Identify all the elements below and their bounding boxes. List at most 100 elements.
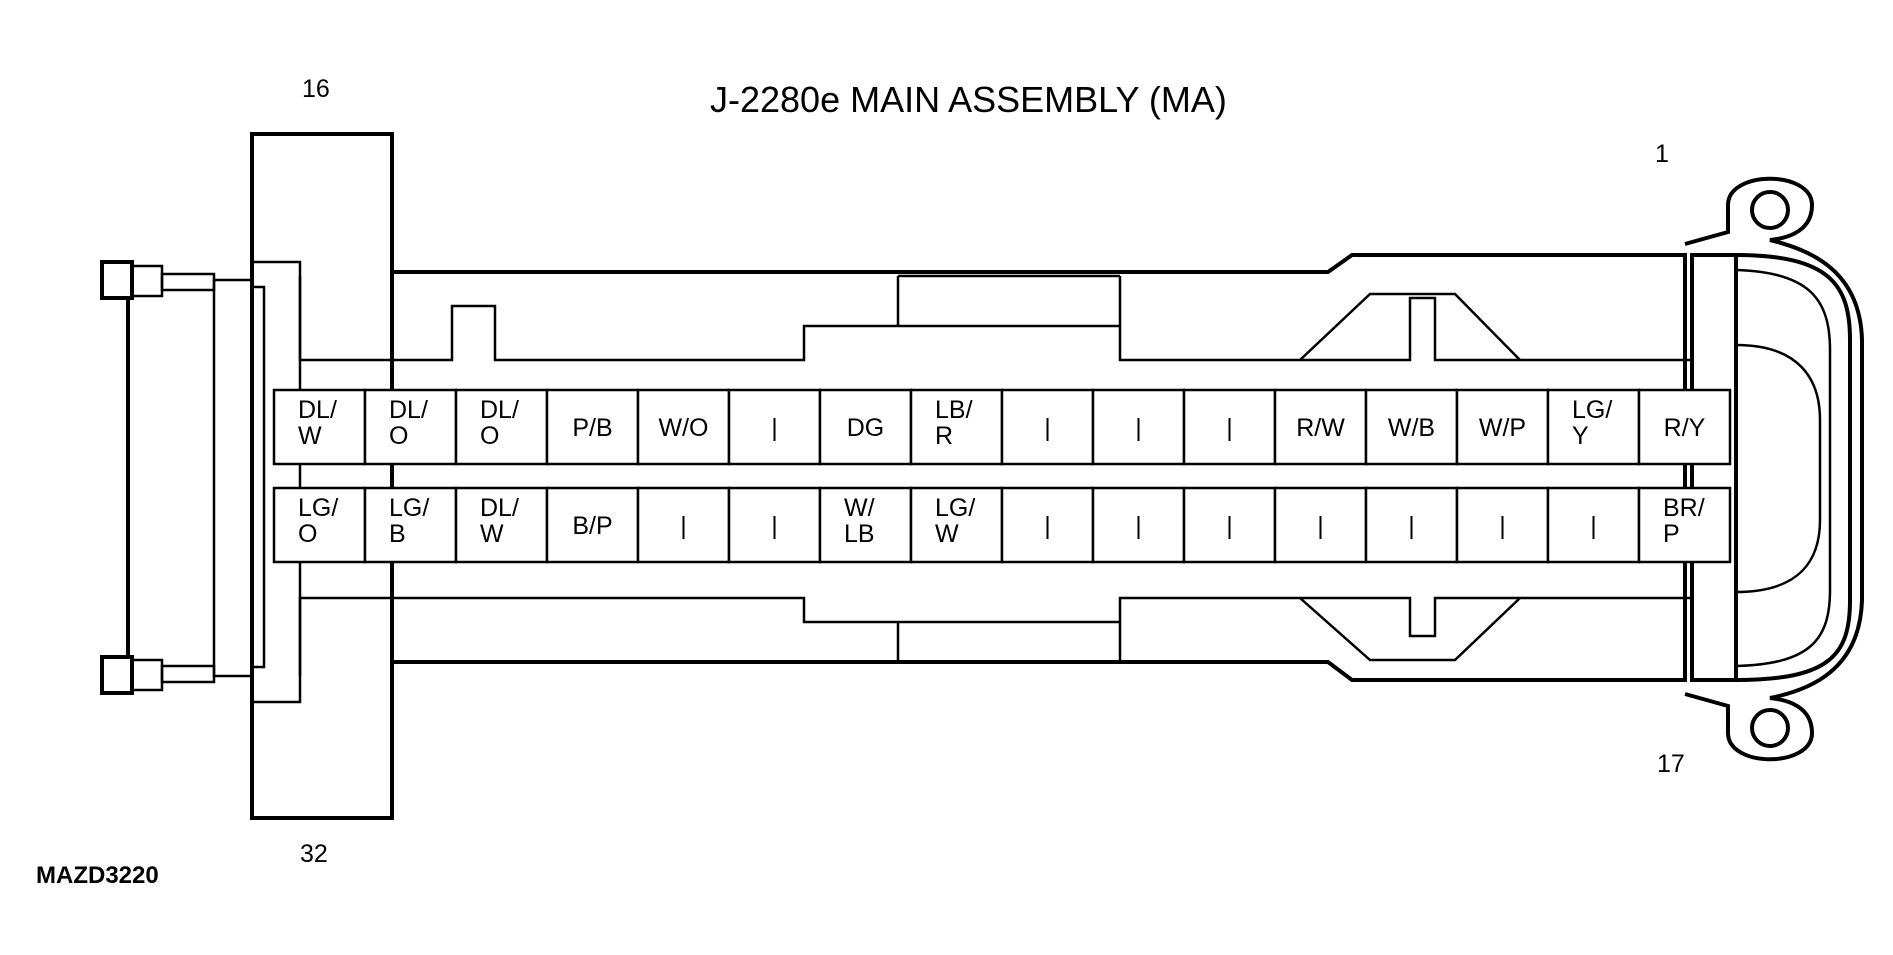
wire-color-label: LG/ — [1572, 396, 1612, 424]
pin-cell-box — [909, 486, 1004, 564]
pin-cell-29: B/P — [545, 486, 640, 564]
pin-cell-box — [1546, 486, 1641, 564]
pin-cell-box — [1455, 388, 1550, 466]
wire-color-label: W/P — [1479, 414, 1526, 442]
wire-color-label: | — [771, 512, 778, 540]
pin-cell-box — [1364, 486, 1459, 564]
wire-color-label: W — [480, 520, 504, 548]
pin-cell-box — [1000, 388, 1095, 466]
wire-color-label: | — [1135, 512, 1142, 540]
pin-cell-box — [1273, 486, 1368, 564]
wire-color-label: LG/ — [935, 494, 975, 522]
pin-cell-box — [454, 486, 549, 564]
wire-color-label: R/Y — [1664, 414, 1706, 442]
wire-color-label: LG/ — [298, 494, 338, 522]
wire-color-label: Y — [1572, 422, 1589, 450]
pin-cell-17: BR/P — [1637, 486, 1732, 564]
wire-color-label: LG/ — [389, 494, 429, 522]
pin-label-32: 32 — [300, 840, 328, 868]
wire-color-label: | — [1226, 414, 1233, 442]
pin-cell-7: | — [1091, 388, 1186, 466]
wire-color-label: LB/ — [935, 396, 973, 424]
pin-cell-20: | — [1364, 486, 1459, 564]
pin-cell-12: W/O — [636, 388, 731, 466]
wire-color-label: P — [1663, 520, 1680, 548]
wire-color-label: W — [935, 520, 959, 548]
wire-color-label: | — [1044, 414, 1051, 442]
wire-color-label: DL/ — [480, 494, 519, 522]
pin-cell-23: | — [1091, 486, 1186, 564]
pin-cell-19: | — [1455, 486, 1550, 564]
pin-cell-13: P/B — [545, 388, 640, 466]
pin-cell-box — [1000, 486, 1095, 564]
pin-cell-31: LG/B — [363, 486, 458, 564]
pin-cell-18: | — [1546, 486, 1641, 564]
pin-cell-box — [363, 486, 458, 564]
pin-label-1: 1 — [1655, 140, 1669, 168]
pin-label-17: 17 — [1657, 750, 1685, 778]
wire-color-label: DL/ — [389, 396, 428, 424]
wire-color-label: R — [935, 422, 953, 450]
wire-color-label: R/W — [1296, 414, 1345, 442]
wire-color-label: O — [480, 422, 499, 450]
pin-cell-box — [909, 388, 1004, 466]
wire-color-label: | — [771, 414, 778, 442]
wire-color-label: B/P — [572, 512, 612, 540]
pin-cell-box — [818, 388, 913, 466]
wire-color-label: | — [1499, 512, 1506, 540]
figure-id: MAZD3220 — [36, 862, 159, 889]
wire-color-label: | — [680, 512, 687, 540]
pin-cell-27: | — [727, 486, 822, 564]
pin-cell-11: | — [727, 388, 822, 466]
wire-color-label: | — [1408, 512, 1415, 540]
pin-cell-9: LB/R — [909, 388, 1004, 466]
pin-cell-6: | — [1182, 388, 1277, 466]
pin-cell-box — [1091, 486, 1186, 564]
pin-cell-box — [1637, 388, 1732, 466]
pin-cell-3: W/P — [1455, 388, 1550, 466]
pin-cell-box — [272, 486, 367, 564]
pin-cell-24: | — [1000, 486, 1095, 564]
pin-cell-box — [636, 486, 731, 564]
pin-cell-box — [1182, 388, 1277, 466]
wire-color-label: P/B — [572, 414, 612, 442]
pin-cell-16: DL/W — [272, 388, 367, 466]
pin-cell-box — [545, 388, 640, 466]
pin-cell-box — [818, 486, 913, 564]
pin-cell-28: | — [636, 486, 731, 564]
pin-cell-box — [1637, 486, 1732, 564]
wire-color-label: | — [1317, 512, 1324, 540]
connector-body — [100, 132, 1864, 820]
pin-cell-box — [454, 388, 549, 466]
pin-cell-box — [727, 388, 822, 466]
pin-cell-2: LG/Y — [1546, 388, 1641, 466]
wire-color-label: LB — [844, 520, 875, 548]
pin-cell-21: | — [1273, 486, 1368, 564]
pin-cell-box — [1364, 388, 1459, 466]
wire-color-label: W — [298, 422, 322, 450]
wire-color-label: W/ — [844, 494, 875, 522]
pin-cell-22: | — [1182, 486, 1277, 564]
pin-cell-box — [727, 486, 822, 564]
pin-cell-1: R/Y — [1637, 388, 1732, 466]
pin-cell-8: | — [1000, 388, 1095, 466]
wire-color-label: B — [389, 520, 406, 548]
pin-cell-25: LG/W — [909, 486, 1004, 564]
wire-color-label: | — [1135, 414, 1142, 442]
pin-cell-5: R/W — [1273, 388, 1368, 466]
pin-cell-30: DL/W — [454, 486, 549, 564]
wire-color-label: | — [1044, 512, 1051, 540]
pin-cell-10: DG — [818, 388, 913, 466]
pin-cell-box — [545, 486, 640, 564]
pin-cell-14: DL/O — [454, 388, 549, 466]
wire-color-label: DG — [847, 414, 885, 442]
pin-label-16: 16 — [302, 75, 330, 103]
wire-color-label: | — [1590, 512, 1597, 540]
wire-color-label: BR/ — [1663, 494, 1705, 522]
wire-color-label: W/B — [1388, 414, 1435, 442]
wire-color-label: O — [389, 422, 408, 450]
wire-color-label: DL/ — [298, 396, 337, 424]
wire-color-label: O — [298, 520, 317, 548]
